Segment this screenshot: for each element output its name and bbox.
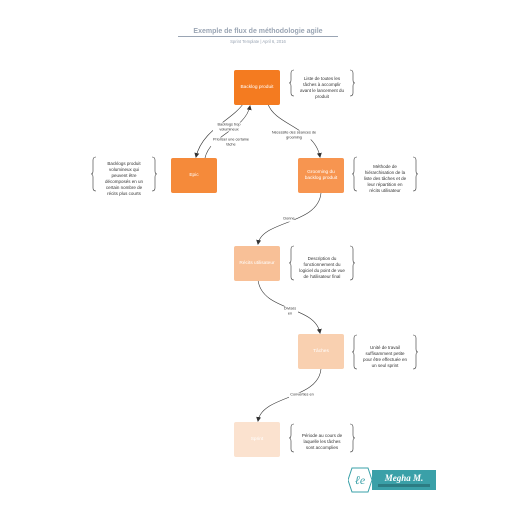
brace-sprint-right <box>349 423 356 453</box>
edge-label-epic-backlog: Prioriser une certaine tâche <box>211 137 251 147</box>
node-backlog-label: Backlog produit <box>240 84 274 90</box>
page-subtitle: Sprint Template | April 6, 2016 <box>230 39 286 44</box>
brand-logo: ℓe Megha M. <box>347 466 436 494</box>
node-taches-label: Tâches <box>313 348 329 354</box>
note-sprint: Période au cours de laquelle les tâches … <box>301 433 343 450</box>
edge-backlog-to-grooming <box>267 103 322 158</box>
title-divider <box>178 36 338 37</box>
brace-recits-left <box>288 245 295 281</box>
brace-sprint-left <box>288 423 295 453</box>
brace-taches-right <box>412 334 419 370</box>
note-recits: Description du fonctionnement du logicie… <box>299 256 345 279</box>
node-sprint[interactable]: Sprint <box>234 422 280 457</box>
brace-taches-left <box>351 334 358 370</box>
node-sprint-label: Sprint <box>250 436 264 442</box>
edge-label-backlog-epic: Backlogs trop volumineux <box>213 122 245 132</box>
brace-epic-right <box>151 156 158 192</box>
edge-grooming-to-recits <box>256 192 322 245</box>
page-title: Exemple de flux de méthodologie agile <box>193 28 323 35</box>
node-backlog-produit[interactable]: Backlog produit <box>234 70 280 105</box>
node-epic-label: Epic <box>189 172 199 178</box>
svg-text:Megha M.: Megha M. <box>384 473 424 483</box>
edge-label-recits-taches: Divisés en <box>282 306 298 316</box>
svg-text:ℓe: ℓe <box>355 473 366 487</box>
node-grooming[interactable]: Grooming du backlog produit <box>298 158 344 193</box>
note-taches: Unité de travail suffisamment petite pou… <box>363 345 407 368</box>
brace-backlog-left <box>288 69 295 97</box>
brace-grooming-right <box>412 156 419 192</box>
node-taches[interactable]: Tâches <box>298 334 344 369</box>
logo-graphic: ℓe Megha M. <box>347 467 436 493</box>
note-grooming: Méthode de hiérarchisation de la liste d… <box>363 164 407 193</box>
edge-label-grooming-recits: Donne <box>283 216 295 222</box>
note-braces <box>90 69 419 453</box>
node-epic[interactable]: Epic <box>171 158 217 193</box>
brace-recits-right <box>349 245 356 281</box>
node-recits-label: Récits utilisateur <box>239 260 275 266</box>
edge-label-backlog-grooming: Nécessite des séances de grooming <box>268 130 320 140</box>
node-recits-utilisateur[interactable]: Récits utilisateur <box>234 246 280 281</box>
brace-grooming-left <box>351 156 358 192</box>
edge-epic-to-backlog <box>204 105 252 159</box>
note-backlog: Liste de toutes les tâches à accomplir a… <box>299 76 345 99</box>
brace-epic-left <box>90 156 97 192</box>
note-epic: Backlogs produit volumineux qui peuvent … <box>104 161 144 196</box>
node-grooming-label: Grooming du backlog produit <box>304 169 338 181</box>
edge-label-taches-sprint: Converties en <box>289 392 315 398</box>
brace-backlog-right <box>349 69 356 97</box>
